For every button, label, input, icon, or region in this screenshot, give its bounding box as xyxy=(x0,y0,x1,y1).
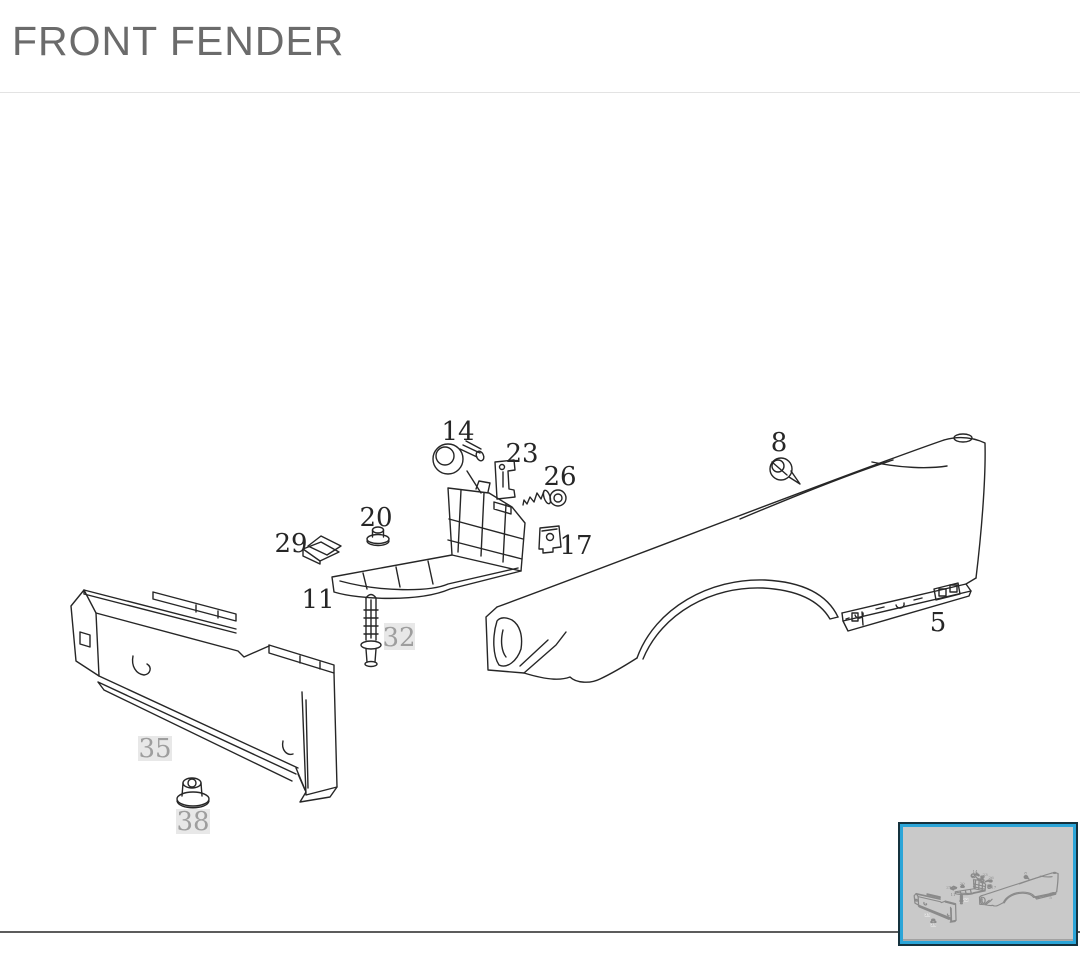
page-title: FRONT FENDER xyxy=(12,18,345,64)
minimap-viewport[interactable] xyxy=(900,824,1076,944)
page-header: FRONT FENDER xyxy=(0,0,1080,93)
exploded-view-thumbnail xyxy=(903,869,1073,939)
diagram-canvas xyxy=(0,100,1080,940)
diagram-minimap[interactable] xyxy=(898,822,1078,946)
